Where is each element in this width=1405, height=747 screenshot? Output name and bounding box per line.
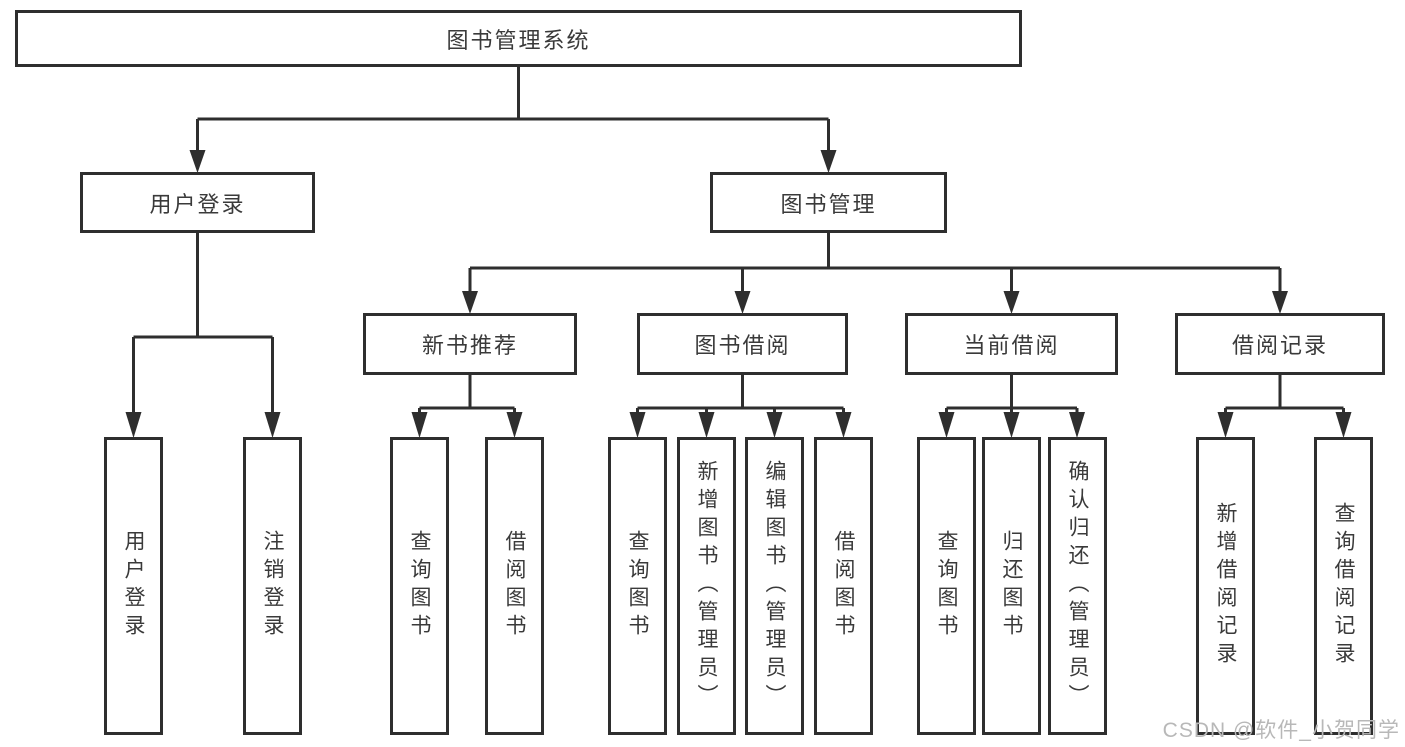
node-new-book-recommendation: 新书推荐 bbox=[363, 313, 577, 375]
leaf-label: 查询图书 bbox=[626, 530, 650, 642]
leaf-current-return-books: 归还图书 bbox=[982, 437, 1041, 735]
node-library-management-system: 图书管理系统 bbox=[15, 10, 1022, 67]
node-label: 当前借阅 bbox=[963, 333, 1060, 358]
leaf-records-query-record: 查询借阅记录 bbox=[1314, 437, 1373, 735]
leaf-label: 新增图书（管理员） bbox=[695, 460, 719, 712]
node-label: 图书管理系统 bbox=[446, 27, 591, 53]
node-label: 用户登录 bbox=[149, 191, 246, 217]
node-label: 图书借阅 bbox=[694, 333, 791, 358]
leaf-newbook-borrow-books: 借阅图书 bbox=[485, 437, 544, 735]
leaf-label: 新增借阅记录 bbox=[1214, 502, 1238, 670]
leaf-label: 确认归还（管理员） bbox=[1066, 460, 1090, 712]
node-book-borrowing: 图书借阅 bbox=[637, 313, 848, 375]
leaf-label: 编辑图书（管理员） bbox=[763, 460, 787, 712]
leaf-label: 用户登录 bbox=[122, 530, 146, 642]
csdn-watermark: CSDN @软件_小贺同学 bbox=[1162, 719, 1400, 742]
leaf-current-query-books: 查询图书 bbox=[917, 437, 976, 735]
node-current-borrowing: 当前借阅 bbox=[905, 313, 1118, 375]
leaf-records-add-record: 新增借阅记录 bbox=[1196, 437, 1255, 735]
leaf-label: 归还图书 bbox=[1000, 530, 1024, 642]
leaf-borrow-borrow-books: 借阅图书 bbox=[814, 437, 873, 735]
leaf-label: 注销登录 bbox=[261, 530, 285, 642]
leaf-logout: 注销登录 bbox=[243, 437, 302, 735]
node-label: 图书管理 bbox=[780, 191, 877, 217]
leaf-borrow-add-books-admin: 新增图书（管理员） bbox=[677, 437, 736, 735]
leaf-current-confirm-return-admin: 确认归还（管理员） bbox=[1048, 437, 1107, 735]
node-user-login-branch: 用户登录 bbox=[80, 172, 315, 233]
node-borrowing-records: 借阅记录 bbox=[1175, 313, 1385, 375]
leaf-label: 借阅图书 bbox=[503, 530, 527, 642]
leaf-label: 查询图书 bbox=[408, 530, 432, 642]
node-label: 借阅记录 bbox=[1231, 333, 1328, 358]
leaf-label: 借阅图书 bbox=[832, 530, 856, 642]
leaf-newbook-query-books: 查询图书 bbox=[390, 437, 449, 735]
leaf-label: 查询图书 bbox=[935, 530, 959, 642]
leaf-borrow-edit-books-admin: 编辑图书（管理员） bbox=[745, 437, 804, 735]
leaf-borrow-query-books: 查询图书 bbox=[608, 437, 667, 735]
leaf-label: 查询借阅记录 bbox=[1332, 502, 1356, 670]
node-label: 新书推荐 bbox=[421, 333, 518, 358]
node-book-management-branch: 图书管理 bbox=[710, 172, 947, 233]
leaf-user-login: 用户登录 bbox=[104, 437, 163, 735]
